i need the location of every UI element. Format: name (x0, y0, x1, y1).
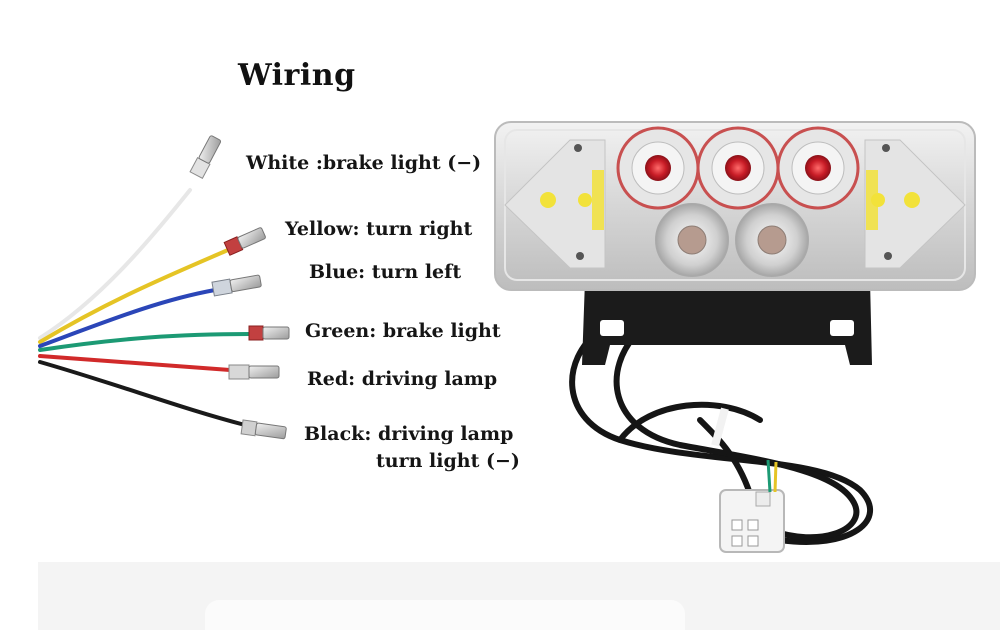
background-band-highlight (205, 600, 685, 630)
label-black-wire-line2: turn light (−) (376, 450, 520, 472)
label-white-wire: White :brake light (−) (246, 152, 482, 174)
terminal-red (228, 364, 280, 380)
wire-red (38, 354, 232, 372)
label-red-wire: Red: driving lamp (307, 368, 498, 390)
mounting-bracket (582, 280, 872, 365)
terminal-black (240, 419, 287, 440)
lamp-cable (569, 327, 874, 545)
terminal-white (189, 135, 222, 180)
cable-tie (711, 407, 729, 447)
label-blue-wire: Blue: turn left (309, 261, 462, 283)
left-turn-arrow (504, 139, 606, 269)
label-green-wire: Green: brake light (305, 320, 501, 342)
wire-green (38, 332, 252, 352)
connector-plug (719, 489, 785, 553)
terminal-yellow (223, 227, 266, 256)
wire-yellow (38, 248, 230, 344)
red-led-row (616, 126, 860, 210)
wire-white (38, 188, 192, 340)
wire-black (38, 360, 247, 427)
wire-bundle (38, 188, 252, 427)
diagram-title: Wiring (238, 58, 356, 93)
terminal-green (248, 325, 290, 341)
wire-blue (38, 288, 217, 348)
terminal-blue (211, 274, 262, 297)
label-yellow-wire: Yellow: turn right (285, 218, 473, 240)
clear-led-row (655, 203, 809, 277)
label-black-wire: Black: driving lamp (304, 423, 514, 445)
